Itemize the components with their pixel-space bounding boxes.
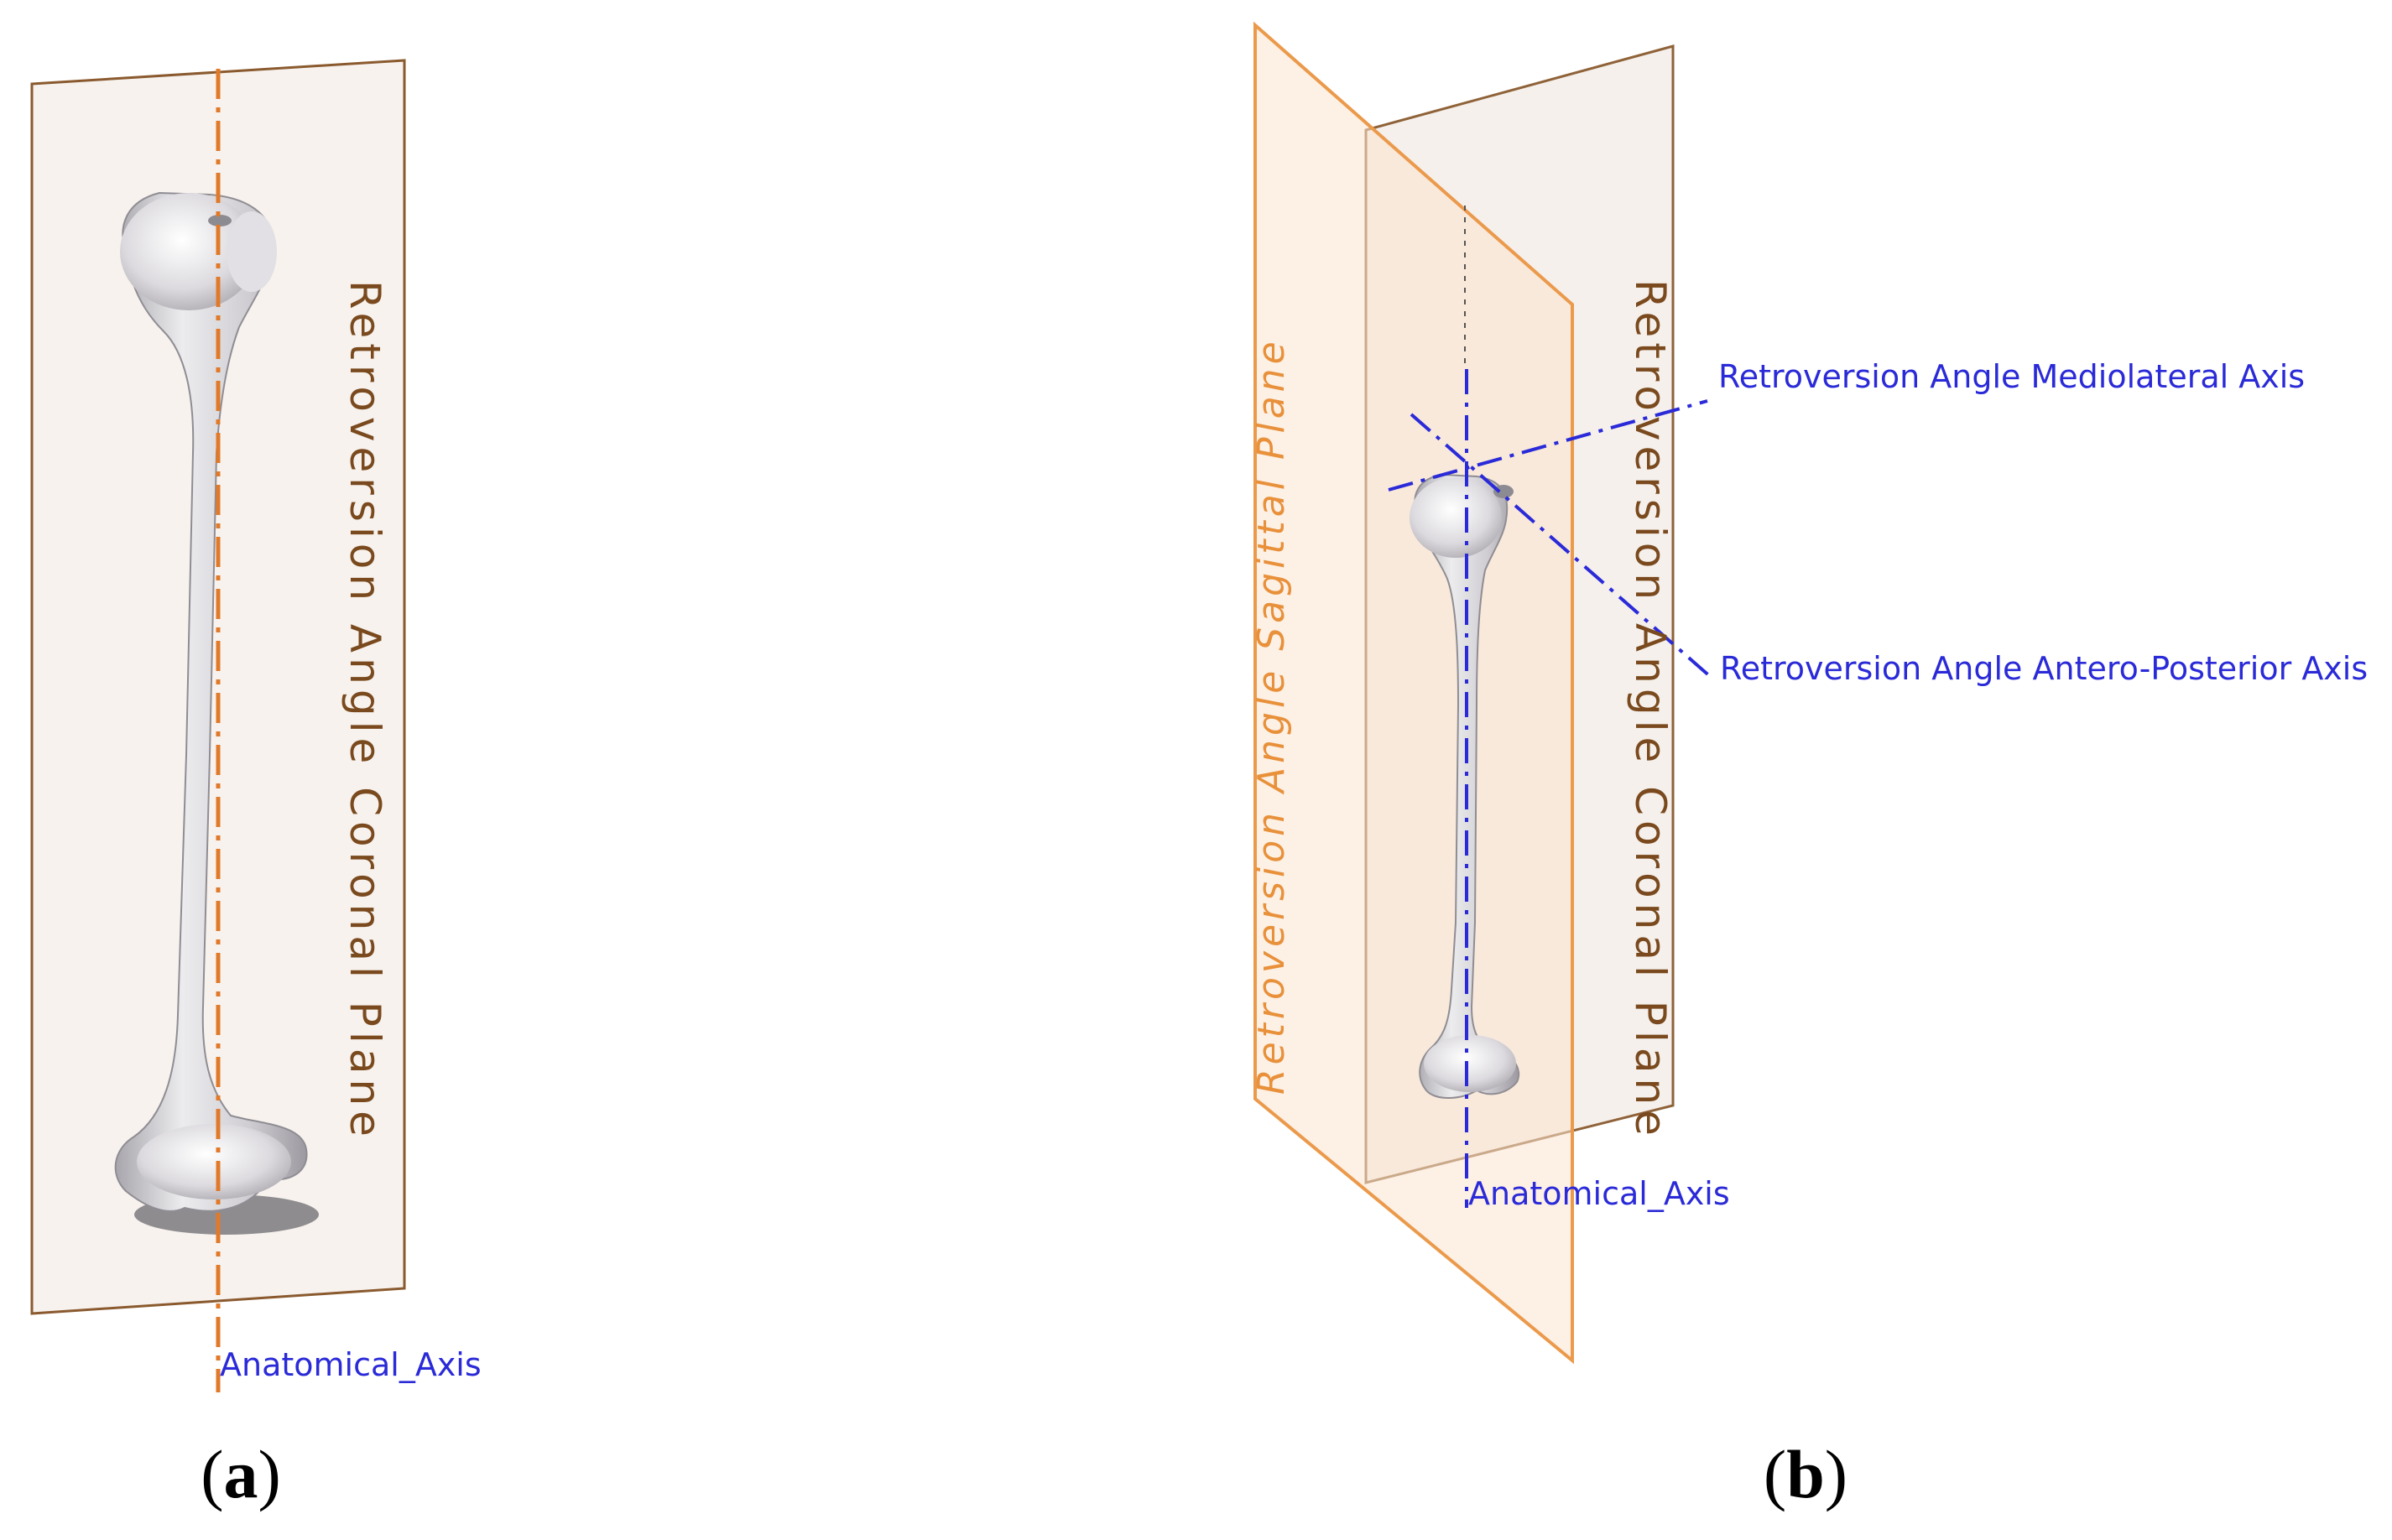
- panel-a: Retroversion Angle Coronal Plane Anatomi…: [30, 59, 482, 1512]
- humerus-bone-a: [114, 191, 308, 1212]
- anteroposterior-axis-label: Retroversion Angle Antero-Posterior Axis: [1720, 650, 2368, 687]
- panel-b: Retroversion Angle Coronal Plane Retrove…: [1250, 21, 2368, 1512]
- panel-a-label: (a): [201, 1436, 281, 1512]
- panel-b-label: (b): [1764, 1436, 1847, 1512]
- sagittal-plane-label-b: Retroversion Angle Sagittal Plane: [1250, 337, 1293, 1095]
- anteroposterior-axis-b: [1410, 413, 1713, 679]
- sagittal-plane-b: [1253, 21, 1574, 1365]
- mediolateral-axis-b: [1388, 399, 1708, 492]
- coronal-plane-label-a: Retroversion Angle Coronal Plane: [341, 280, 389, 1142]
- mediolateral-axis-label: Retroversion Angle Mediolateral Axis: [1718, 358, 2305, 395]
- anatomical-axis-label-a: Anatomical_Axis: [220, 1346, 482, 1383]
- coronal-plane-a: [30, 59, 406, 1315]
- anatomical-axis-label-b: Anatomical_Axis: [1468, 1175, 1730, 1212]
- coronal-plane-label-b: Retroversion Angle Coronal Plane: [1626, 279, 1675, 1141]
